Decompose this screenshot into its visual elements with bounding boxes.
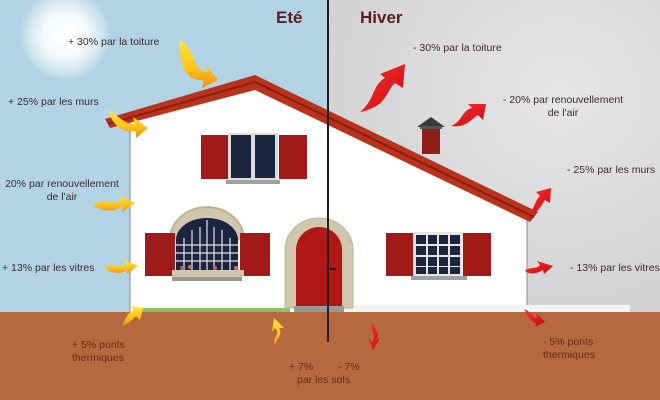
winter-walls-label: - 25% par les murs [567, 164, 656, 176]
winter-air-line1: - 20% par renouvellement [502, 94, 624, 106]
grass [140, 308, 290, 312]
flame-arrow-air [93, 195, 135, 212]
winter-windows-label: - 13% par les vitres [570, 262, 660, 274]
winter-air-line2: de l'air [547, 107, 579, 119]
summer-air-label: 20% par renouvellement de l'air [2, 178, 122, 204]
red-arrow-bridges [524, 309, 545, 327]
roof [105, 75, 538, 222]
summer-air-line1: 20% par renouvellement [5, 178, 119, 190]
flame-arrow-roof [179, 40, 218, 88]
red-arrow-roof [360, 64, 405, 112]
ground [0, 312, 660, 400]
right-window [386, 232, 491, 280]
summer-bridges-label: + 5% ponts thermiques [72, 339, 125, 365]
summer-bridges-line1: + 5% ponts [72, 339, 125, 351]
winter-bridges-label: - 5% ponts thermiques [543, 336, 595, 362]
summer-floor-label: + 7% [289, 361, 314, 373]
winter-bridges-line1: - 5% ponts [543, 336, 594, 348]
summer-title: Eté [276, 8, 303, 27]
floor-suffix-label: par les sols [297, 374, 351, 386]
flame-arrow-walls [108, 110, 148, 138]
summer-heat-arrows [93, 40, 284, 346]
red-arrow-floor [368, 323, 380, 350]
flame-arrow-bridges [122, 306, 143, 326]
arched-window [145, 206, 270, 281]
winter-title: Hiver [360, 8, 403, 27]
summer-windows-label: + 13% par les vitres [2, 262, 95, 274]
summer-bridges-line2: thermiques [72, 352, 124, 364]
red-arrow-walls [528, 188, 551, 215]
winter-roof-label: - 30% par la toiture [413, 42, 502, 54]
summer-walls-label: + 25% par les murs [8, 96, 99, 108]
red-arrow-windows [525, 261, 553, 274]
upper-window [201, 133, 307, 184]
winter-heat-arrows [360, 64, 553, 350]
summer-roof-label: + 30% par la toiture [68, 36, 160, 48]
chimney [417, 117, 445, 154]
front-door [284, 217, 354, 312]
summer-air-line2: de l'air [46, 191, 78, 203]
flame-arrow-windows [104, 259, 138, 274]
winter-floor-label: - 7% [338, 361, 360, 373]
red-arrow-air [451, 104, 486, 127]
sun-icon [20, 0, 110, 80]
flame-arrow-floor [272, 318, 284, 346]
season-divider [327, 0, 329, 342]
winter-bridges-line2: thermiques [543, 349, 595, 361]
snow [330, 305, 630, 312]
winter-air-label: - 20% par renouvellement de l'air [497, 94, 629, 120]
